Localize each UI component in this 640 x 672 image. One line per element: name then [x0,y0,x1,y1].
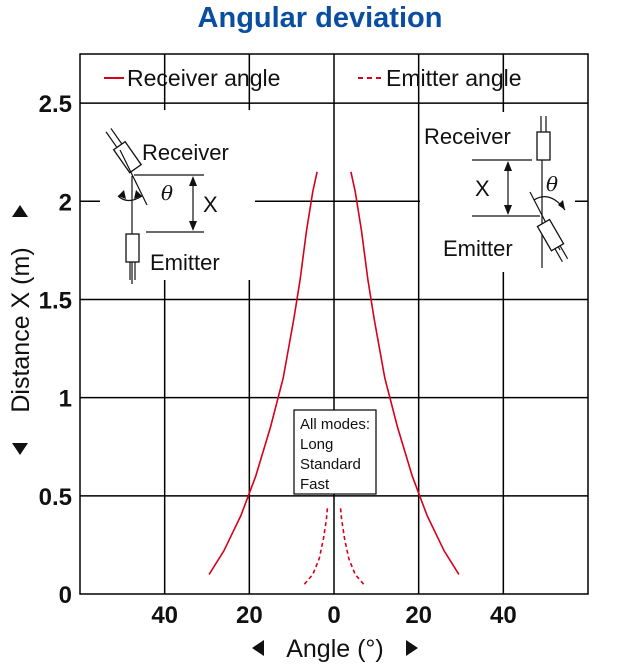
y-tick-labels: 0 0.5 1 1.5 2 2.5 [39,91,72,609]
diagram-right-receiver-label: Receiver [424,124,511,149]
y-tick-label: 2.5 [39,91,72,118]
series-layer [208,171,460,585]
annotation-line-1: All modes: [300,416,370,433]
annotation-line-4: Fast [300,476,330,493]
y-tick-label: 0.5 [39,484,72,511]
x-axis-right-arrow [406,640,418,656]
x-tick-label: 20 [236,602,263,629]
diagram-right-emitter-label: Emitter [443,236,513,261]
x-tick-label: 40 [151,602,178,629]
series-line-receiver-left [208,171,318,575]
diagram-right-x-label: X [475,176,490,201]
diagram-left: X θ Receiver Emitter [100,110,255,284]
y-tick-label: 1.5 [39,287,72,314]
annotation-box: All modes: Long Standard Fast [293,409,377,495]
diagram-right-theta: θ [546,172,558,196]
x-axis-left-arrow [252,640,264,656]
y-axis-label: Distance X (m) [7,205,35,455]
receiver-sensor-icon-right [536,131,551,161]
series-line-emitter-right [339,505,365,585]
x-tick-label: 20 [405,602,432,629]
annotation-line-3: Standard [300,456,361,473]
emitter-sensor-icon-right [536,218,565,252]
legend-label-receiver: Receiver angle [127,65,280,91]
y-tick-label: 1 [59,386,72,413]
x-tick-label: 40 [490,602,517,629]
y-axis-up-arrow [12,205,28,217]
x-tick-labels: 40 20 0 20 40 [151,602,516,629]
diagram-left-receiver-label: Receiver [142,140,229,165]
series-line-receiver-right [350,171,460,575]
annotation-line-2: Long [300,436,333,453]
diagram-left-theta: θ [161,181,173,205]
legend: Receiver angle Emitter angle [104,65,522,91]
diagram-left-emitter-label: Emitter [150,250,220,275]
x-axis-label-text: Angle (°) [286,635,384,663]
emitter-sensor-icon [125,233,140,263]
x-tick-label: 0 [327,602,340,629]
diagram-left-x-label: X [203,192,218,217]
x-axis-label: Angle (°) [252,635,418,663]
diagram-right: X θ Receiver Emitter [420,112,575,272]
y-tick-label: 2 [59,189,72,216]
legend-label-emitter: Emitter angle [386,65,522,91]
y-axis-down-arrow [12,443,28,455]
chart-title: Angular deviation [198,2,443,34]
y-axis-label-text: Distance X (m) [7,247,35,412]
receiver-sensor-icon [112,140,143,174]
series-line-emitter-left [303,505,329,585]
y-tick-label: 0 [59,582,72,609]
